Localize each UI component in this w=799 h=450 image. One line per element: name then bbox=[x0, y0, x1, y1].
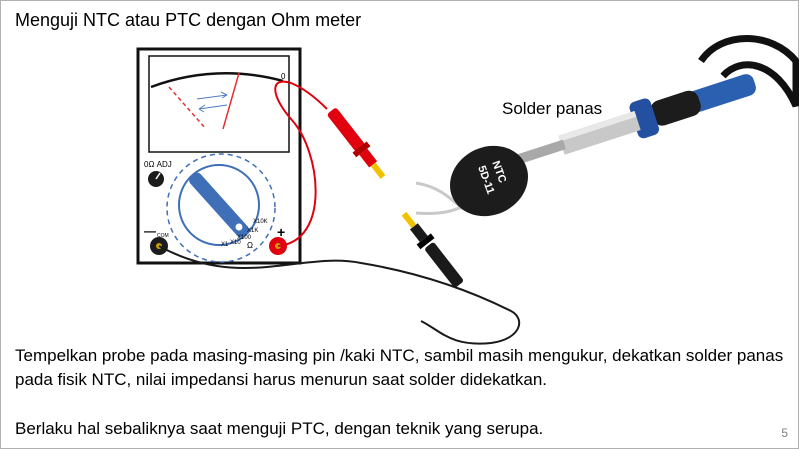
meter-scale-arc bbox=[150, 72, 284, 89]
soldering-iron bbox=[507, 74, 756, 168]
thermistor-body bbox=[450, 145, 528, 217]
range-dial-ring bbox=[166, 153, 276, 263]
range-x100: X100 bbox=[237, 235, 252, 241]
solder-grip bbox=[650, 90, 701, 126]
zero-adj-label: 0Ω ADJ bbox=[144, 160, 172, 169]
multimeter: 0 0Ω ADJ X10K X1K X100 X10 X1 Ω — CO bbox=[136, 47, 302, 265]
scale-zero-label: 0 bbox=[281, 72, 286, 81]
slide-title: Menguji NTC atau PTC dengan Ohm meter bbox=[15, 10, 362, 30]
minus-sign: — bbox=[144, 224, 156, 238]
range-ohm-symbol: Ω bbox=[247, 241, 253, 250]
instruction-paragraph-2: Berlaku hal sebaliknya saat menguji PTC,… bbox=[15, 419, 544, 438]
range-x10: X10 bbox=[230, 240, 241, 246]
com-label: COM bbox=[157, 233, 169, 239]
solder-handle-blue bbox=[688, 74, 756, 112]
range-x10k: X10K bbox=[253, 219, 268, 225]
range-x1k: X1K bbox=[247, 228, 258, 234]
ntc-thermistor: NTC 5D-11 bbox=[415, 145, 528, 217]
red-probe[interactable] bbox=[324, 105, 390, 182]
solder-cord bbox=[698, 35, 799, 108]
range-x1: X1 bbox=[221, 242, 229, 248]
range-selector-knob[interactable] bbox=[187, 171, 251, 240]
meter-display bbox=[148, 55, 290, 153]
instruction-paragraph-1: Tempelkan probe pada masing-masing pin /… bbox=[15, 346, 784, 389]
page-number: 5 bbox=[781, 426, 788, 440]
black-probe[interactable] bbox=[397, 208, 467, 290]
black-lead-wire bbox=[158, 245, 521, 345]
deflection-arrows-icon bbox=[196, 91, 228, 113]
red-lead-wire bbox=[274, 80, 328, 247]
solder-label: Solder panas bbox=[502, 99, 603, 118]
plus-sign: + bbox=[277, 224, 285, 240]
needle-rest-dashed bbox=[168, 86, 207, 130]
meter-needle bbox=[222, 72, 240, 130]
